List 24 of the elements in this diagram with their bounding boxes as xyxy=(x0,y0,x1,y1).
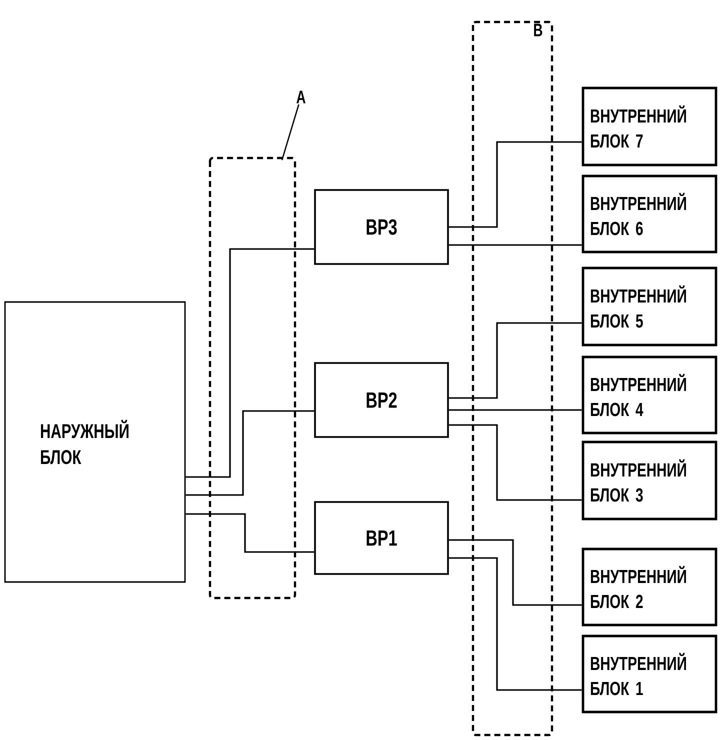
indoor-unit-box: ВНУТРЕННИЙ БЛОК 4 xyxy=(582,356,718,434)
indoor-unit-box: ВНУТРЕННИЙ БЛОК 6 xyxy=(582,174,718,254)
connector-line xyxy=(448,141,582,228)
connector-line xyxy=(448,557,582,691)
connector-line xyxy=(448,424,582,501)
indoor-unit-box: ВНУТРЕННИЙ БЛОК 3 xyxy=(582,440,718,520)
connector-line xyxy=(448,322,582,399)
connector-line xyxy=(186,410,314,496)
connector-line xyxy=(448,244,582,246)
indoor-unit-box: ВНУТРЕННИЙ БЛОК 2 xyxy=(582,548,718,626)
branch-box: ВР3 xyxy=(314,189,449,265)
connector-line xyxy=(186,513,314,553)
connector-line xyxy=(186,248,314,478)
indoor-unit-box: ВНУТРЕННИЙ БЛОК 5 xyxy=(582,266,718,346)
region-letter: A xyxy=(296,90,306,104)
indoor-unit-box: ВНУТРЕННИЙ БЛОК 1 xyxy=(582,634,718,714)
branch-box: ВР1 xyxy=(314,501,449,575)
branch-box: ВР2 xyxy=(314,362,449,438)
connector-line xyxy=(448,539,582,606)
connector-line xyxy=(448,409,582,411)
region-letter: B xyxy=(534,24,542,36)
outdoor-unit-box: НАРУЖНЫЙ БЛОК xyxy=(4,301,186,583)
leader-line xyxy=(281,104,300,160)
indoor-unit-box: ВНУТРЕННИЙ БЛОК 7 xyxy=(582,86,718,166)
